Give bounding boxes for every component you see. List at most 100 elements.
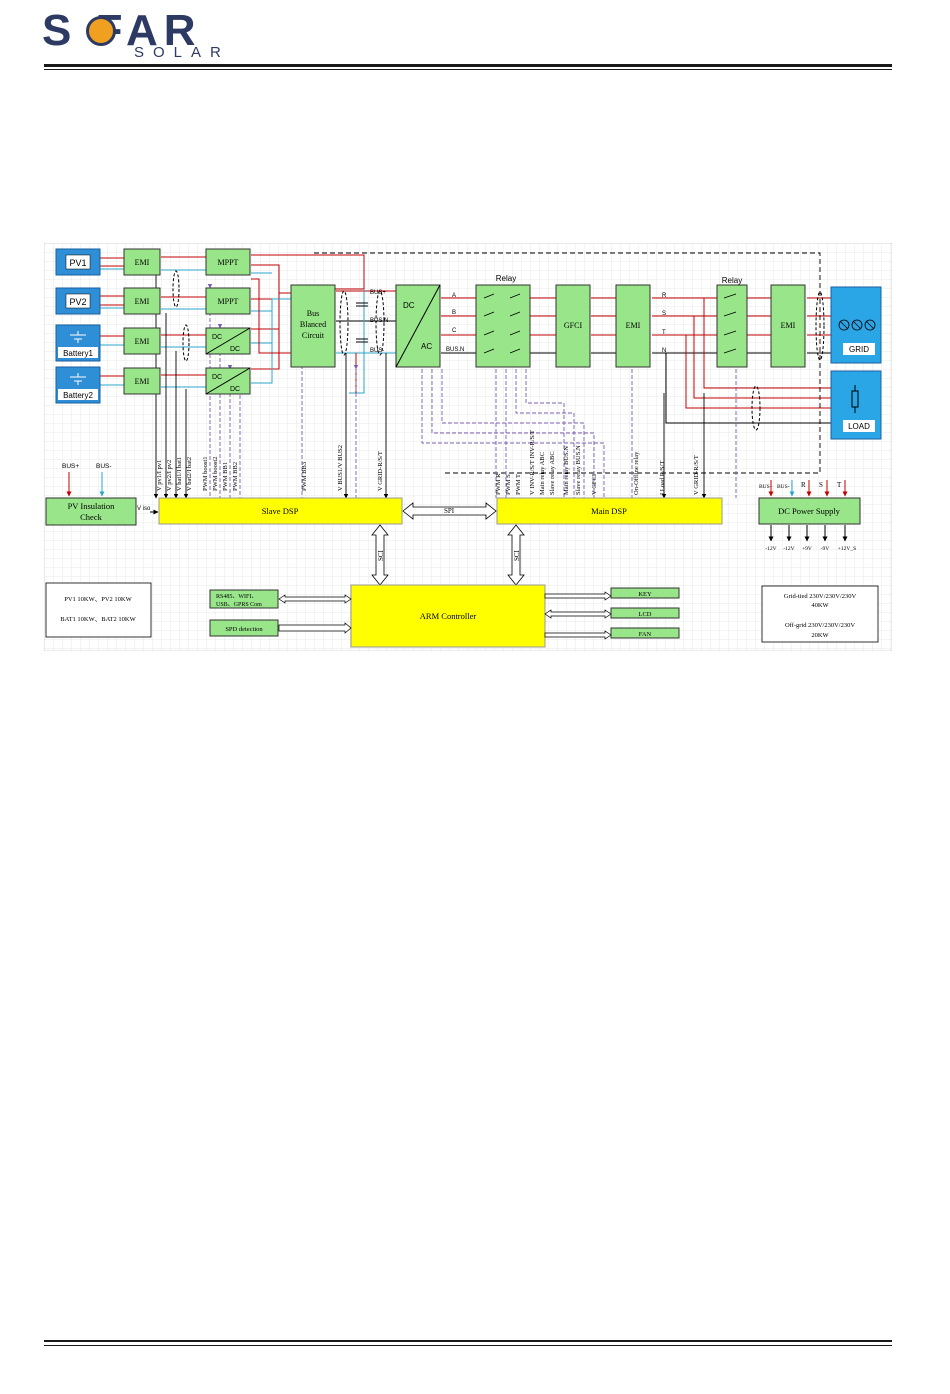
sig-vgrid-main: V GRID-R/S/T — [693, 455, 700, 495]
sig-pwm-t: PWM T — [515, 474, 522, 495]
pv-insulation-check: PV Insulation Check — [45, 497, 137, 526]
sig-vpv2: V pv2/I pv2 — [166, 460, 173, 491]
spd-link — [278, 622, 352, 634]
emi-output-2-label: EMI — [781, 321, 796, 330]
arm-controller: ARM Controller — [350, 584, 546, 648]
battery1-label: Battery1 — [63, 349, 93, 358]
load-label: LOAD — [848, 422, 870, 431]
pv2-label: PV2 — [69, 297, 86, 307]
source-pv2: PV2 — [55, 287, 101, 315]
spi-label: SPI — [444, 507, 455, 515]
relay-2 — [716, 284, 748, 368]
phase-c-label: C — [452, 328, 457, 334]
dcdc-2-in: DC — [212, 374, 222, 381]
grid-block: GRID — [830, 286, 882, 364]
slave-dsp-label: Slave DSP — [262, 506, 299, 516]
grid-rating-note: Grid-tied 230V/230V/230V 40KW Off-grid 2… — [761, 585, 879, 643]
emi-input-2: EMI — [123, 287, 161, 315]
pv-insulation-line-2: Check — [80, 512, 102, 522]
sig-main-relay-abc: Main relay ABC — [539, 452, 546, 495]
bus-n2-label: BUS.N — [446, 347, 464, 353]
inverter-ac-label: AC — [421, 342, 432, 351]
inverter-dc-ac: DC AC — [395, 284, 441, 368]
dcdc-2-out: DC — [230, 386, 240, 393]
psu-out-2: -12V — [783, 546, 794, 552]
arm-controller-label: ARM Controller — [420, 611, 477, 621]
psu-input-arrows — [768, 480, 848, 497]
left-bus-plus-label: BUS+ — [62, 463, 79, 470]
dc-power-supply: DC Power Supply — [758, 497, 861, 525]
page-header: S FAR SOLAR — [0, 0, 950, 80]
signal-labels: V pv1/I pv1 V pv2/I pv2 V bat1/I bat1 V … — [156, 430, 700, 495]
sig-vinv: V INV-R/S/T INV-R/S/T — [529, 430, 536, 495]
psu-in-r: R — [801, 481, 806, 489]
gfci: GFCI — [555, 284, 591, 368]
phase-t-label: T — [662, 330, 666, 336]
spd-detection: SPD detection — [209, 619, 279, 637]
emi-input-3: EMI — [123, 327, 161, 355]
inverter-dc-label: DC — [403, 301, 415, 310]
grid-label: GRID — [849, 345, 869, 354]
psu-out-5: +12V_S — [838, 546, 856, 552]
emi-input-1-label: EMI — [135, 258, 150, 267]
viso-label: V iso — [137, 506, 151, 512]
mppt-2: MPPT — [205, 287, 251, 315]
footer-rule-thick — [44, 1340, 892, 1342]
sig-pwm-boost2: PWM boost2 — [212, 457, 219, 492]
psu-in-t: T — [837, 481, 842, 489]
sig-pwm-bb2: PWM BB2 — [232, 462, 239, 491]
grid-tied-rating: Grid-tied 230V/230V/230V — [784, 593, 857, 600]
bus-n-label: BUS.N — [370, 318, 388, 324]
bus-balanced-line-2: Blanced — [300, 320, 326, 329]
sig-vgrid-slave: V GRID-R/S/T — [377, 451, 384, 491]
header-rule-thick — [44, 64, 892, 67]
sig-vgfci: V GFCI — [591, 474, 598, 495]
fan-link — [544, 630, 612, 640]
relay-2-title: Relay — [722, 276, 742, 285]
bus-minus-label: BUS- — [370, 348, 384, 354]
sig-vpv1: V pv1/I pv1 — [156, 460, 163, 491]
sig-vbat2: V bat2/I bat2 — [186, 457, 193, 491]
psu-in-s: S — [819, 481, 823, 489]
psu-out-4: -9V — [821, 546, 830, 552]
dcdc-1: DC DC — [205, 327, 251, 355]
lcd-label: LCD — [639, 611, 652, 618]
emi-output-1-label: EMI — [626, 321, 641, 330]
source-battery1: Battery1 — [55, 324, 101, 362]
psu-in-busplus: BUS+ — [759, 484, 773, 490]
power-wiring — [100, 254, 831, 424]
pv-insulation-line-1: PV Insulation — [68, 501, 116, 511]
emi-output-2: EMI — [770, 284, 806, 368]
bus-capacitors — [339, 290, 385, 356]
sci-label-1: SCI — [377, 549, 385, 561]
bus-balanced-line-1: Bus — [307, 309, 319, 318]
sig-on-off-relay: On-Offline relay — [633, 451, 640, 495]
grid-tied-power: 40KW — [811, 602, 829, 609]
emi-input-4: EMI — [123, 367, 161, 395]
mppt-2-label: MPPT — [218, 297, 239, 306]
mppt-1: MPPT — [205, 248, 251, 276]
spi-link — [402, 502, 497, 520]
dcdc-2: DC DC — [205, 367, 251, 395]
sig-pwm-r: PWM R — [495, 473, 502, 495]
sofar-logo: S FAR SOLAR — [42, 6, 242, 61]
key-link — [544, 591, 612, 601]
phase-a-label: A — [452, 293, 456, 299]
dcdc-1-out: DC — [230, 346, 240, 353]
sig-pwm-bb3: PWM BB3 — [301, 462, 308, 491]
emi-input-4-label: EMI — [135, 377, 150, 386]
logo-main-text: S FAR — [42, 6, 202, 55]
spd-detection-label: SPD detection — [225, 626, 263, 633]
dc-power-supply-label: DC Power Supply — [778, 506, 841, 516]
comm-line-2: USB、GPRS Com — [216, 602, 262, 608]
relay-1-title: Relay — [496, 274, 516, 283]
fan-block: FAN — [610, 627, 680, 639]
battery2-label: Battery2 — [63, 391, 93, 400]
comm-link — [278, 594, 352, 604]
source-pv1: PV1 — [55, 248, 101, 276]
psu-out-3: +9V — [802, 546, 812, 552]
mppt-1-label: MPPT — [218, 258, 239, 267]
key-block: KEY — [610, 587, 680, 599]
off-grid-power: 20KW — [811, 632, 829, 639]
gfci-label: GFCI — [564, 321, 583, 330]
